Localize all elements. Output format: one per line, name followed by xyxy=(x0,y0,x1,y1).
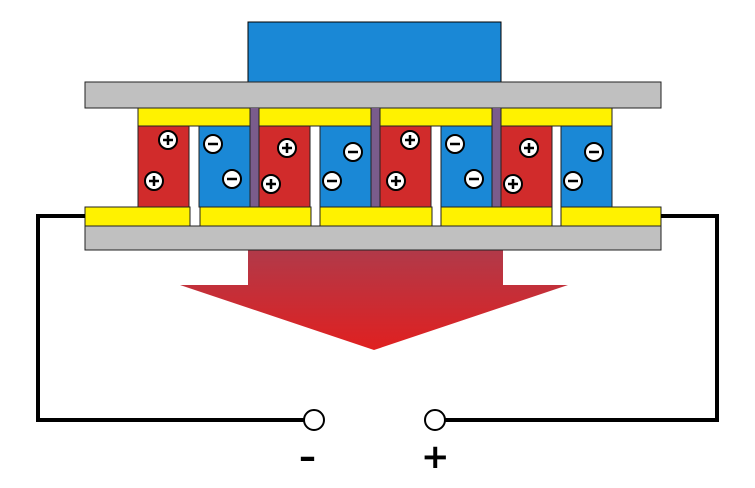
negative-terminal-label: – xyxy=(299,437,316,477)
positive-wire xyxy=(445,214,719,422)
negative-wire xyxy=(36,214,304,422)
p-type-leg xyxy=(258,125,311,208)
top-conductors xyxy=(137,107,613,127)
leg-gap xyxy=(250,108,259,207)
negative-terminal[interactable] xyxy=(303,409,325,431)
bottom-conductor xyxy=(560,206,662,227)
leg-gap xyxy=(552,108,561,207)
leg-gap xyxy=(189,108,199,207)
bottom-ceramic-plate xyxy=(84,225,662,251)
top-conductor xyxy=(500,107,613,127)
top-ceramic-plate xyxy=(84,81,662,109)
bottom-conductor xyxy=(84,206,191,227)
leg-gap xyxy=(431,108,441,207)
n-type-leg xyxy=(560,125,613,208)
heat-flow-arrow xyxy=(180,248,568,350)
bottom-conductor xyxy=(199,206,312,227)
semiconductor-legs xyxy=(137,108,613,208)
positive-terminal[interactable] xyxy=(424,409,446,431)
top-conductor xyxy=(258,107,372,127)
top-conductor xyxy=(379,107,493,127)
bottom-conductor xyxy=(440,206,553,227)
cold-side-block xyxy=(247,21,502,85)
bottom-conductors xyxy=(84,206,662,227)
top-conductor xyxy=(137,107,251,127)
leg-gap xyxy=(492,108,501,207)
positive-terminal-label: + xyxy=(421,437,450,477)
p-type-leg xyxy=(500,125,553,208)
n-type-leg xyxy=(319,125,372,208)
leg-gap xyxy=(310,108,320,207)
leg-gap xyxy=(371,108,380,207)
bottom-conductor xyxy=(319,206,433,227)
